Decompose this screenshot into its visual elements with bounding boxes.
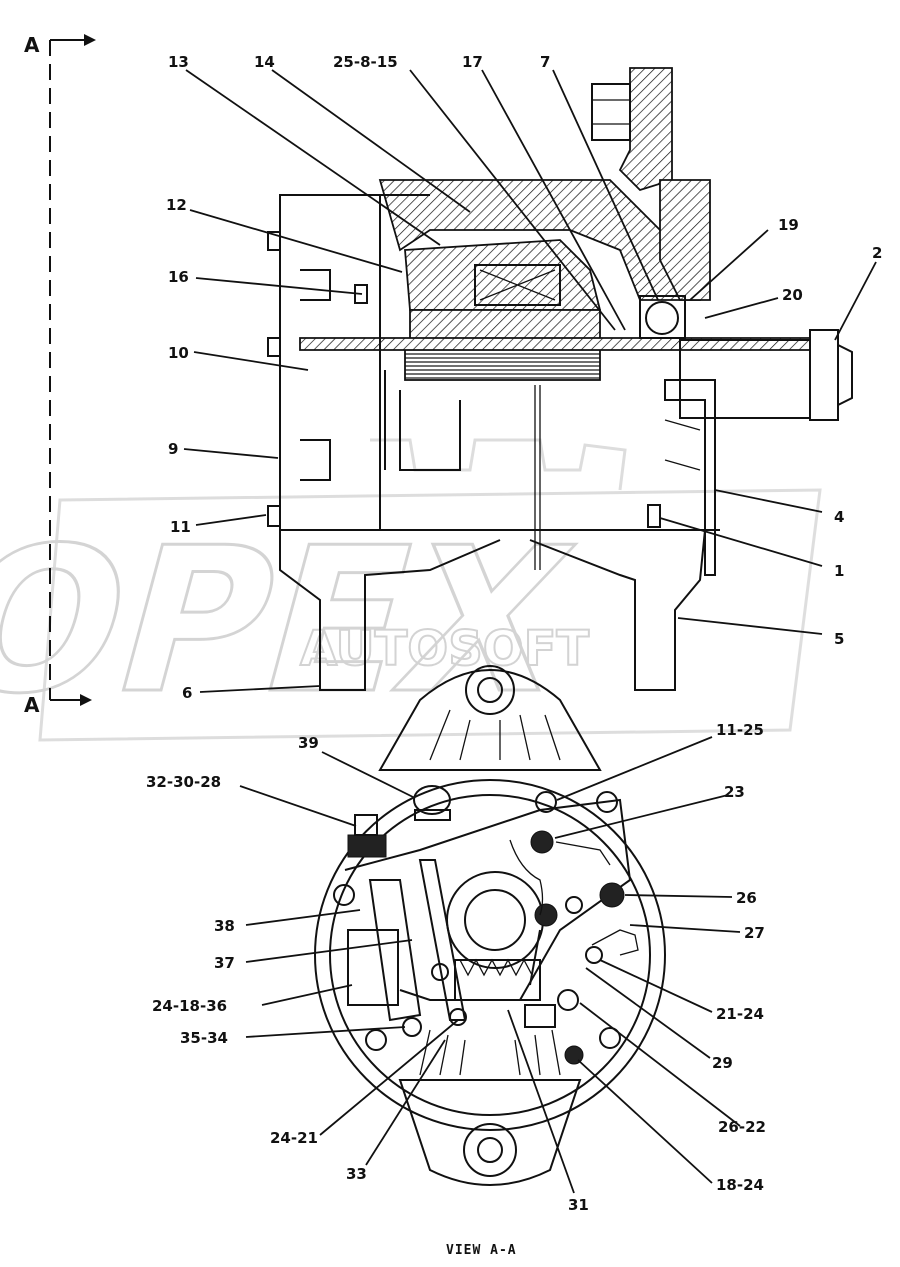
callout-11-25: 11-25 [716,721,764,739]
callout-17: 17 [462,53,483,71]
view-caption: VIEW A-A [446,1243,517,1258]
callout-33: 33 [346,1165,367,1183]
callout-32-30-28: 32-30-28 [146,773,221,791]
callout-23: 23 [724,783,745,801]
callout-29: 29 [712,1054,733,1072]
callout-16: 16 [168,268,189,286]
callout-24-21: 24-21 [270,1129,318,1147]
callout-19: 19 [778,216,799,234]
callout-39: 39 [298,734,319,752]
alternator-rear-view [314,665,666,1186]
callout-24-18-36: 24-18-36 [152,997,227,1015]
callout-6: 6 [182,684,192,702]
callout-31: 31 [568,1196,589,1214]
watermark: OPEX AUTOSOFT [0,438,822,742]
callout-38: 38 [214,917,235,935]
section-marker-bottom: A [24,693,40,717]
section-marker-top: A [24,33,40,57]
callout-1: 1 [834,562,844,580]
watermark-brand: AUTOSOFT [300,621,589,677]
callout-13: 13 [168,53,189,71]
callout-10: 10 [168,344,189,362]
callout-37: 37 [214,954,235,972]
callout-26: 26 [736,889,757,907]
watermark-gear-top [370,438,627,491]
callout-labels: 13 14 25-8-15 17 7 12 19 2 16 20 10 9 4 … [146,53,882,1214]
callout-9: 9 [168,440,178,458]
callout-11: 11 [170,518,191,536]
callout-5: 5 [834,630,844,648]
callout-14: 14 [254,53,275,71]
callout-20: 20 [782,286,803,304]
callout-2: 2 [872,244,882,262]
watermark-gear-shape [38,488,822,742]
section-line-a: A A [24,33,96,717]
callout-26-22: 26-22 [718,1118,766,1136]
callout-7: 7 [540,53,550,71]
callout-27: 27 [744,924,765,942]
callout-4: 4 [834,508,844,526]
callout-18-24: 18-24 [716,1176,764,1194]
alternator-section-view [267,67,853,691]
leader-lines [183,69,877,1194]
callout-35-34: 35-34 [180,1029,228,1047]
callout-21-24: 21-24 [716,1005,764,1023]
callout-12: 12 [166,196,187,214]
callout-25-8-15: 25-8-15 [333,53,398,71]
